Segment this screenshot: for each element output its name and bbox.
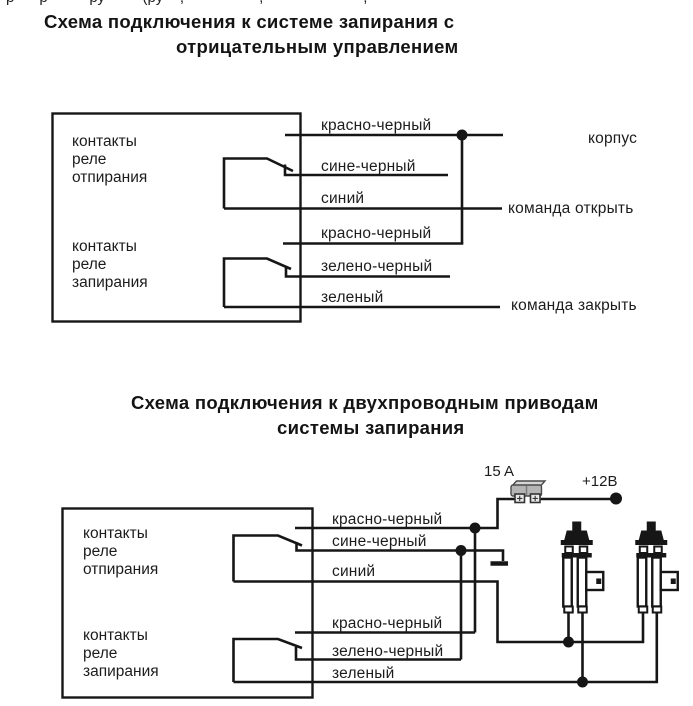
wire-blue-black	[283, 164, 448, 177]
switch-contact	[222, 257, 292, 307]
wire-label: зелено-черный	[321, 258, 433, 275]
wire-label: сине-черный	[332, 533, 427, 550]
power-dot	[610, 492, 622, 505]
wire-green-black	[294, 647, 461, 661]
wire-blue-black	[295, 542, 505, 561]
relay-box	[61, 507, 314, 699]
fuse-icon	[510, 480, 547, 504]
wire-label: красно-черный	[332, 615, 443, 632]
wire-green	[233, 612, 659, 684]
terminal-label-body: корпус	[588, 130, 638, 147]
junction-dot	[563, 636, 574, 648]
wire-label: зелено-черный	[332, 643, 444, 660]
terminal-label-open: команда открыть	[508, 200, 634, 217]
junction-dot	[456, 129, 468, 141]
wire-green-black	[284, 266, 450, 278]
wire-label: синий	[332, 563, 376, 580]
relay-box	[51, 112, 302, 323]
door-lock-actuator-icon	[634, 520, 679, 614]
wire-label: сине-черный	[321, 158, 416, 175]
relay-block-label: контакты реле запирания	[83, 627, 159, 680]
switch-contact	[232, 534, 303, 582]
diagram1-title-line2: отрицательным управлением	[176, 36, 459, 57]
junction-dot	[469, 522, 481, 534]
relay-block-label: контакты реле отпирания	[72, 133, 148, 186]
door-lock-actuator-icon	[559, 520, 605, 614]
wire-label: зеленый	[332, 665, 395, 682]
wire-label: красно-черный	[332, 511, 443, 528]
wire-label: красно-черный	[321, 225, 432, 242]
power-label: +12В	[582, 473, 618, 490]
wire-label: синий	[321, 190, 365, 207]
junction-dot	[577, 676, 588, 688]
diagram2-title-line2: системы запирания	[277, 417, 465, 438]
switch-contact	[232, 637, 303, 682]
wire-red-black	[295, 497, 517, 530]
wire-label: красно-черный	[321, 117, 432, 134]
relay-block-label: контакты реле запирания	[72, 238, 148, 291]
terminal-label-close: команда закрыть	[511, 297, 637, 314]
diagram2-title-line1: Схема подключения к двухпроводным привод…	[131, 392, 599, 413]
cropped-text-fragments: р р ру (ру , , ,	[6, 0, 367, 6]
wire-blue	[233, 580, 645, 644]
relay-block-label: контакты реле отпирания	[83, 525, 159, 578]
junction-dot	[455, 545, 467, 556]
diagram1-title-line1: Схема подключения к системе запирания с	[44, 11, 455, 32]
wire-label: зеленый	[321, 289, 384, 306]
switch-contact	[222, 157, 294, 209]
fuse-rating-label: 15 A	[484, 463, 515, 480]
